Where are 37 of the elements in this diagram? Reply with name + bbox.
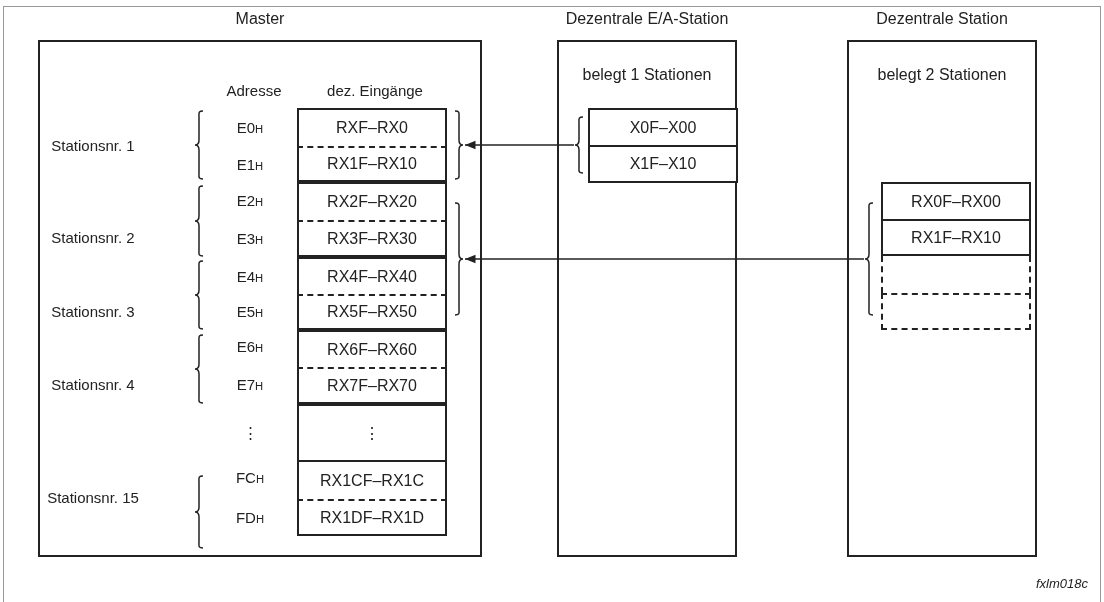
register-cell: RX1CF–RX1C <box>297 460 447 499</box>
curly-brace <box>574 116 584 174</box>
arrow <box>464 140 575 150</box>
curly-brace <box>454 110 464 180</box>
register-cell: RX0F–RX00 <box>881 182 1031 220</box>
panel-subheading: belegt 1 Stationen <box>581 66 713 84</box>
register-cell: ⋮ <box>297 404 447 462</box>
station-label: Stationsnr. 15 <box>47 488 139 506</box>
register-cell: RX5F–RX50 <box>297 294 447 330</box>
register-cell: RX1F–RX10 <box>881 219 1031 256</box>
panel-heading: Dezentrale Station <box>875 10 1009 28</box>
station-label: Stationsnr. 4 <box>51 375 135 393</box>
panel-heading: Dezentrale E/A-Station <box>564 10 730 28</box>
register-cell: RX1F–RX10 <box>297 146 447 182</box>
ellipsis: ⋮ <box>242 424 258 442</box>
register-cell: RX4F–RX40 <box>297 257 447 294</box>
station-label: Stationsnr. 1 <box>51 136 135 154</box>
register-cell: RX2F–RX20 <box>297 182 447 220</box>
figure-code: fxlm018c <box>1036 575 1088 591</box>
register-cell: RX3F–RX30 <box>297 220 447 257</box>
curly-brace <box>454 202 464 316</box>
station-label: Stationsnr. 2 <box>51 228 135 246</box>
station-label: Stationsnr. 3 <box>51 302 135 320</box>
register-cell: RXF–RX0 <box>297 108 447 146</box>
curly-brace <box>864 202 874 316</box>
column-heading: dez. Eingänge <box>327 81 423 99</box>
column-heading: Adresse <box>226 81 282 99</box>
empty-register-box <box>881 256 1031 293</box>
panel-subheading: belegt 2 Stationen <box>876 66 1008 84</box>
register-cell: RX7F–RX70 <box>297 367 447 404</box>
register-cell: RX1DF–RX1D <box>297 499 447 536</box>
arrow <box>464 254 865 264</box>
register-cell: X0F–X00 <box>588 108 738 146</box>
register-cell: RX6F–RX60 <box>297 330 447 367</box>
empty-register-box <box>881 293 1031 330</box>
register-cell: X1F–X10 <box>588 145 738 183</box>
panel-heading: Master <box>234 10 286 28</box>
